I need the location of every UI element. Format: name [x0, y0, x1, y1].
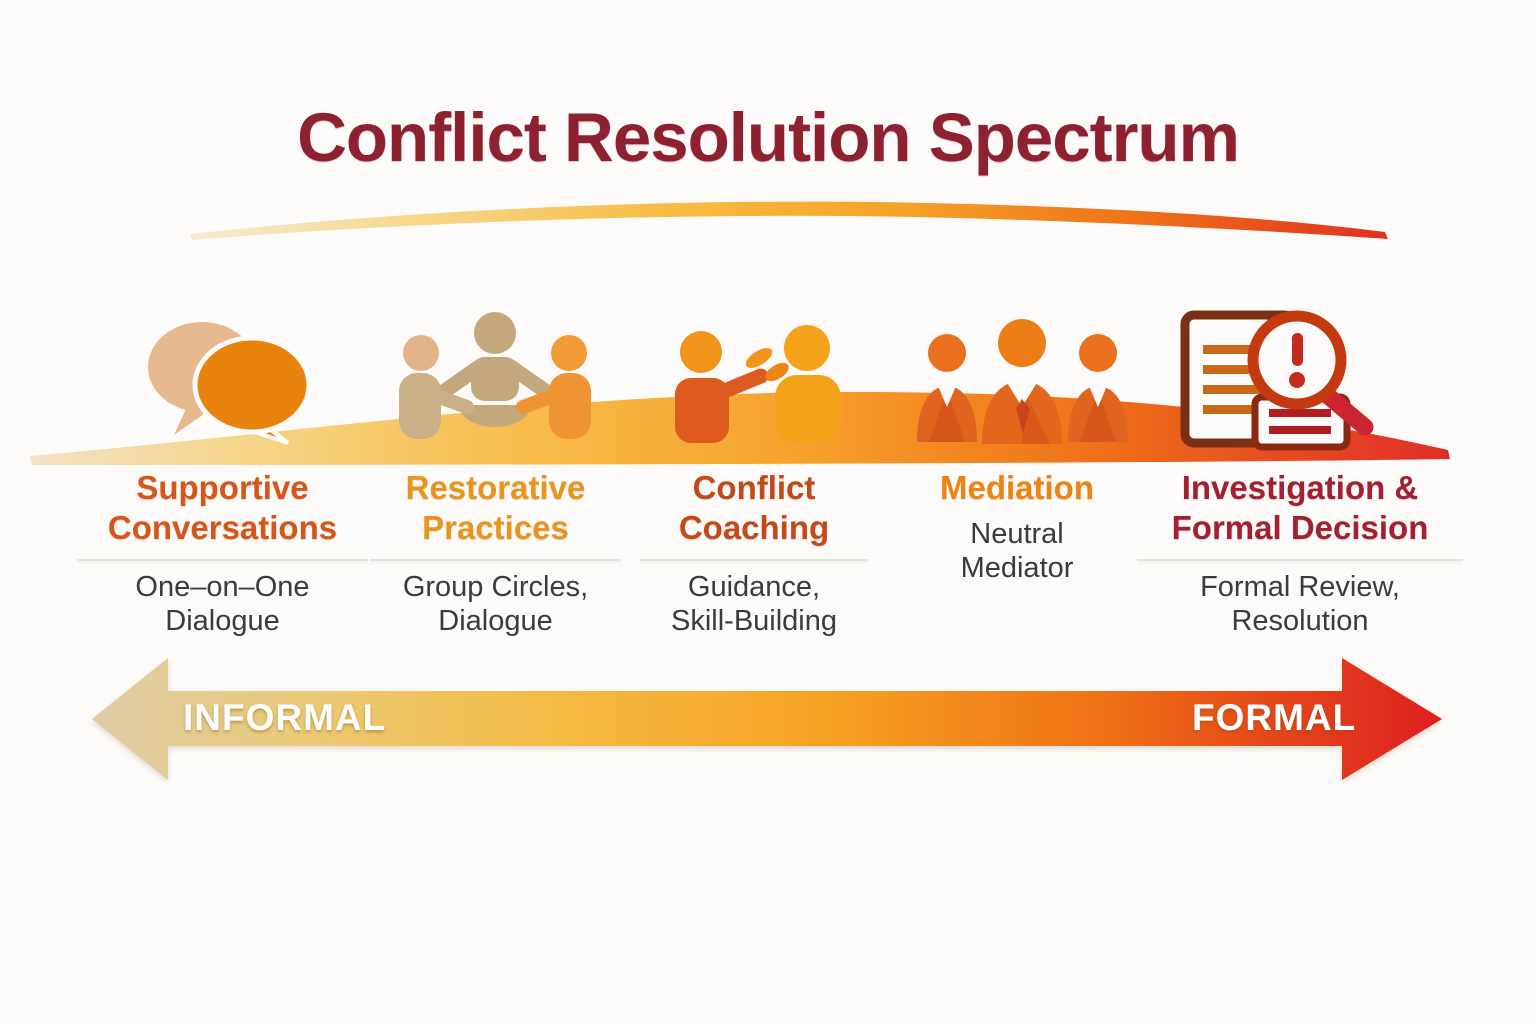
mediation-icon: [917, 319, 1128, 444]
stage-desc-line1: Group Circles,: [402, 570, 589, 603]
stage-column-conflict-coaching: Conflict Coaching Guidance, Skill-Buildi…: [638, 468, 870, 638]
stage-desc-line2: Mediator: [960, 552, 1074, 585]
stage-desc-line1: Formal Review,: [1200, 570, 1400, 603]
stage-desc-line1: Guidance,: [687, 570, 821, 603]
stage-desc-line2: Dialogue: [438, 604, 553, 637]
stage-title: Investigation & Formal Decision: [1135, 468, 1465, 549]
group-circle-icon: [399, 312, 591, 439]
stage-column-investigation-formal-decision: Investigation & Formal Decision Formal R…: [1135, 468, 1465, 638]
page-title: Conflict Resolution Spectrum: [297, 99, 1240, 176]
title-swoosh: [190, 201, 1388, 240]
formal-label: FORMAL: [1192, 697, 1357, 738]
conflict-coaching-icon: [675, 325, 841, 443]
speech-bubbles-icon: [148, 322, 312, 445]
stage-title-line2: Practices: [422, 509, 569, 547]
investigation-icon: [1180, 310, 1374, 451]
stage-divider: [370, 558, 621, 561]
stage-column-restorative-practices: Restorative Practices Group Circles, Dia…: [368, 468, 623, 638]
stage-title: Mediation: [888, 468, 1146, 508]
stage-desc-line1: Neutral: [970, 518, 1064, 551]
stage-divider: [1137, 558, 1463, 561]
stage-column-mediation: Mediation Neutral Mediator: [888, 468, 1146, 586]
stage-title: Restorative Practices: [368, 468, 623, 549]
stage-description: One–on–One Dialogue: [75, 570, 370, 638]
stage-description: Neutral Mediator: [888, 517, 1146, 585]
stage-description: Group Circles, Dialogue: [368, 570, 623, 638]
stage-title-line1: Mediation: [940, 469, 1094, 506]
stage-title-line1: Conflict: [692, 469, 816, 506]
stage-title-line1: Restorative: [405, 469, 586, 506]
stage-column-supportive-conversations: Supportive Conversations One–on–One Dial…: [75, 468, 370, 638]
stage-desc-line2: Skill-Building: [670, 604, 837, 637]
stage-description: Guidance, Skill-Building: [638, 570, 870, 638]
stage-desc-line1: One–on–One: [135, 570, 310, 603]
stage-title-line2: Conversations: [107, 509, 338, 547]
stage-title-line2: Formal Decision: [1171, 509, 1429, 547]
stage-desc-line2: Resolution: [1231, 604, 1369, 637]
stage-title-line1: Supportive: [136, 469, 309, 506]
stage-divider: [77, 558, 368, 561]
stage-title: Supportive Conversations: [75, 468, 370, 549]
stage-title-line1: Investigation &: [1181, 469, 1419, 506]
stage-title-line2: Coaching: [678, 509, 830, 547]
informal-label: INFORMAL: [183, 697, 387, 738]
stage-divider: [640, 558, 868, 561]
stage-description: Formal Review, Resolution: [1135, 570, 1465, 638]
stage-title: Conflict Coaching: [638, 468, 870, 549]
spectrum-arrow: [92, 658, 1442, 780]
stage-desc-line2: Dialogue: [165, 604, 280, 637]
